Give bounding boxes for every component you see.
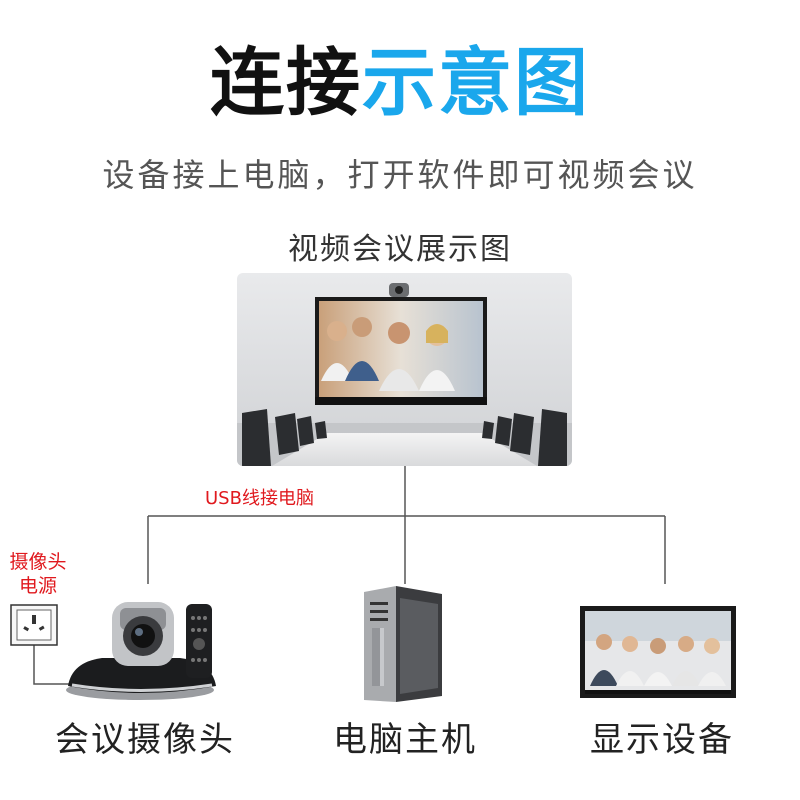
pc-tower-icon <box>364 586 442 702</box>
device-label-display: 显示设备 <box>590 720 734 760</box>
power-socket-icon <box>10 604 58 646</box>
power-label-line-2: 电源 <box>18 575 57 597</box>
display-monitor-icon <box>580 606 736 698</box>
power-label-line-1: 摄像头 <box>9 551 67 573</box>
scene-label: 视频会议展示图 <box>288 232 512 267</box>
conference-camera-icon <box>66 602 216 700</box>
device-label-camera: 会议摄像头 <box>55 720 235 760</box>
conference-room-image <box>237 273 572 466</box>
subtitle: 设备接上电脑，打开软件即可视频会议 <box>102 156 698 194</box>
page-title: 连接示意图 <box>0 38 800 128</box>
title-part-1: 连接 <box>210 40 362 126</box>
camera-power-label: 摄像头 电源 <box>2 550 74 598</box>
device-label-pc: 电脑主机 <box>333 720 477 760</box>
usb-connection-label: USB线接电脑 <box>205 488 314 509</box>
title-part-2: 示意图 <box>362 40 590 126</box>
